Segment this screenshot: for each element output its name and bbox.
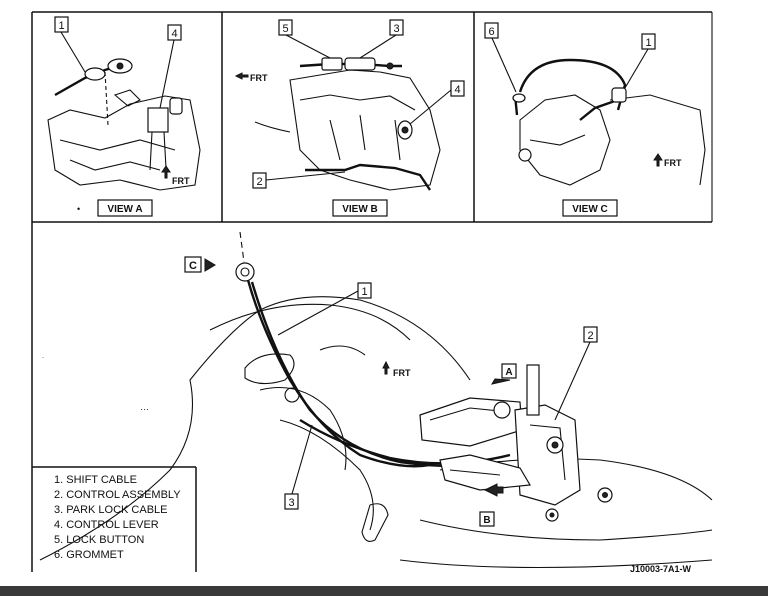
main-view: C A B FRT 1 2 3 … .	[39, 231, 713, 569]
callout-view-b-5	[278, 19, 293, 36]
frt-arrow-icon	[382, 360, 390, 375]
legend-item-1: 1. SHIFT CABLE	[54, 474, 137, 486]
view-a-label: VIEW A	[107, 204, 142, 215]
view-b-label: VIEW B	[342, 204, 378, 215]
callout-main-2	[583, 326, 598, 343]
callout-view-a-4-text: 4	[171, 28, 177, 40]
frt-arrow-icon	[161, 165, 171, 179]
callout-main-1	[357, 282, 372, 299]
callout-view-b-4	[450, 80, 465, 97]
callout-main-1-text: 1	[361, 286, 367, 298]
callout-view-a-1-text: 1	[58, 20, 64, 32]
main-view-arrow-b	[479, 511, 495, 527]
panel-frames	[31, 11, 713, 572]
legend-item-6: 6. GROMMET	[54, 549, 124, 561]
view-c-label-box	[562, 199, 618, 217]
frt-arrow-icon	[234, 72, 249, 80]
main-view-arrow-b-text: B	[483, 515, 490, 526]
callout-view-b-2-text: 2	[256, 176, 262, 188]
callout-view-c-1-text: 1	[645, 37, 651, 49]
callout-view-b-4-text: 4	[454, 84, 460, 96]
callout-main-2-text: 2	[587, 330, 593, 342]
view-b-label-box	[332, 199, 388, 217]
callout-main-3	[284, 493, 299, 510]
view-b: 5 3 4 2 FRT VIEW B	[234, 19, 465, 217]
view-a-frt: FRT	[172, 176, 190, 186]
main-view-arrow-c	[184, 256, 202, 273]
view-arrow-icon	[204, 258, 216, 272]
bottom-strip	[0, 586, 768, 596]
callout-view-c-1	[641, 33, 656, 50]
callout-view-c-6	[484, 22, 499, 39]
main-view-frt: FRT	[393, 368, 411, 378]
svg-text:•: •	[77, 204, 80, 214]
main-view-arrow-a	[501, 363, 517, 379]
view-arrow-icon	[483, 483, 504, 497]
view-c-label: VIEW C	[572, 204, 608, 215]
main-view-arrow-c-text: C	[189, 260, 197, 272]
callout-view-b-2	[252, 172, 267, 189]
callout-main-3-text: 3	[288, 497, 294, 509]
callout-view-b-3-text: 3	[393, 23, 399, 35]
view-b-frt: FRT	[250, 73, 268, 83]
legend-item-5: 5. LOCK BUTTON	[54, 534, 144, 546]
legend-item-2: 2. CONTROL ASSEMBLY	[54, 489, 181, 501]
legend: 1. SHIFT CABLE 2. CONTROL ASSEMBLY 3. PA…	[32, 466, 197, 572]
svg-text:.: .	[42, 353, 44, 360]
callout-view-b-5-text: 5	[282, 23, 288, 35]
legend-item-3: 3. PARK LOCK CABLE	[54, 504, 168, 516]
main-view-arrow-a-text: A	[505, 367, 512, 378]
view-a: 1 4 FRT • VIEW A	[47, 16, 201, 217]
view-c-frt: FRT	[664, 158, 682, 168]
legend-item-4: 4. CONTROL LEVER	[54, 519, 159, 531]
view-a-label-box	[97, 199, 153, 217]
frt-arrow-icon	[653, 153, 663, 167]
svg-text:…: …	[140, 402, 149, 412]
view-c: 6 1 FRT VIEW C	[484, 22, 706, 217]
view-arrow-icon	[490, 378, 511, 385]
callout-view-b-3	[389, 19, 404, 36]
figure-id: J10003-7A1-W	[630, 564, 692, 574]
callout-view-c-6-text: 6	[488, 26, 494, 38]
callout-view-a-4	[167, 24, 182, 41]
